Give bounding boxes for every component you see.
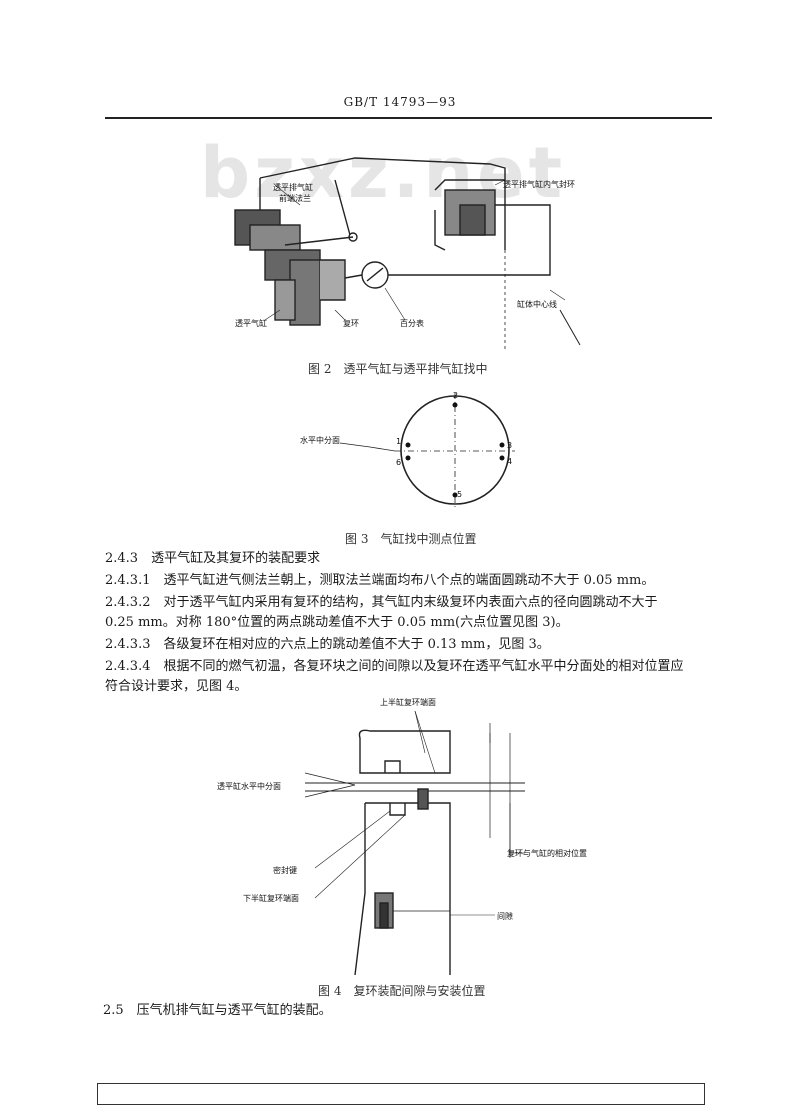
figure-4-diagram: 上半缸复环端面 透平缸水平中分面 复环与气缸的相对位置 密封键 下半缸复环端面 … <box>217 697 587 975</box>
fig4-label-upper-end: 上半缸复环端面 <box>380 697 436 707</box>
fig3-point-4: 4 <box>507 457 512 466</box>
fig2-label-dial: 百分表 <box>400 318 424 328</box>
para-2-4-3: 2.4.3 透平气缸及其复环的装配要求 <box>105 551 321 566</box>
figure-4-caption: 图 4 复环装配间隙与安装位置 <box>318 984 486 998</box>
para-2-4-3-1: 2.4.3.1 透平气缸进气侧法兰朝上，测取法兰端面均布八个点的端面圆跳动不大于… <box>105 573 655 588</box>
para-2-4-3-4a: 2.4.3.4 根据不同的燃气初温，各复环块之间的间隙以及复环在透平气缸水平中分… <box>105 659 684 674</box>
fig2-label-centerline: 缸体中心线 <box>517 299 557 309</box>
fig2-label-cylinder: 透平气缸 <box>235 318 267 328</box>
fig2-label-seal: 透平排气缸内气封环 <box>503 179 575 189</box>
para-2-4-3-2b: 0.25 mm。对称 180°位置的两点跳动差值不大于 0.05 mm(六点位置… <box>105 615 569 630</box>
page-header: GB/T 14793—93 <box>343 95 457 109</box>
header-rule <box>105 117 712 119</box>
figure-3-diagram: 水平中分面 1 2 3 4 5 6 <box>300 391 515 507</box>
fig3-label-split: 水平中分面 <box>300 435 340 445</box>
figure-2-diagram: 透平排气缸 前端法兰 透平排气缸内气封环 透平气缸 复环 百分表 缸体中心线 <box>234 157 581 350</box>
footer-box <box>97 1083 705 1105</box>
fig3-point-6: 6 <box>396 458 401 467</box>
para-2-4-3-4b: 符合设计要求，见图 4。 <box>105 679 248 694</box>
section-2-5: 2.5 压气机排气缸与透平气缸的装配。 <box>103 1003 332 1018</box>
fig3-point-1: 1 <box>396 437 401 446</box>
fig3-point-5: 5 <box>457 490 462 499</box>
fig4-label-key: 密封键 <box>273 865 297 875</box>
fig2-label-flange: 透平排气缸 前端法兰 <box>273 182 316 203</box>
fig3-point-2: 2 <box>453 391 458 400</box>
fig2-label-ring: 复环 <box>343 318 359 328</box>
para-2-4-3-2a: 2.4.3.2 对于透平气缸内采用有复环的结构，其气缸内末级复环内表面六点的径向… <box>105 595 658 610</box>
fig3-point-3: 3 <box>507 441 512 450</box>
fig4-label-relative: 复环与气缸的相对位置 <box>507 848 587 858</box>
fig4-label-split: 透平缸水平中分面 <box>217 781 281 791</box>
figure-3-caption: 图 3 气缸找中测点位置 <box>345 532 477 546</box>
para-2-4-3-3: 2.4.3.3 各级复环在相对应的六点上的跳动差值不大于 0.13 mm，见图 … <box>105 637 550 652</box>
fig4-label-lower-end: 下半缸复环端面 <box>243 893 299 903</box>
fig4-label-gap: 间隙 <box>497 911 513 921</box>
figure-2-caption: 图 2 透平气缸与透平排气缸找中 <box>308 362 488 376</box>
